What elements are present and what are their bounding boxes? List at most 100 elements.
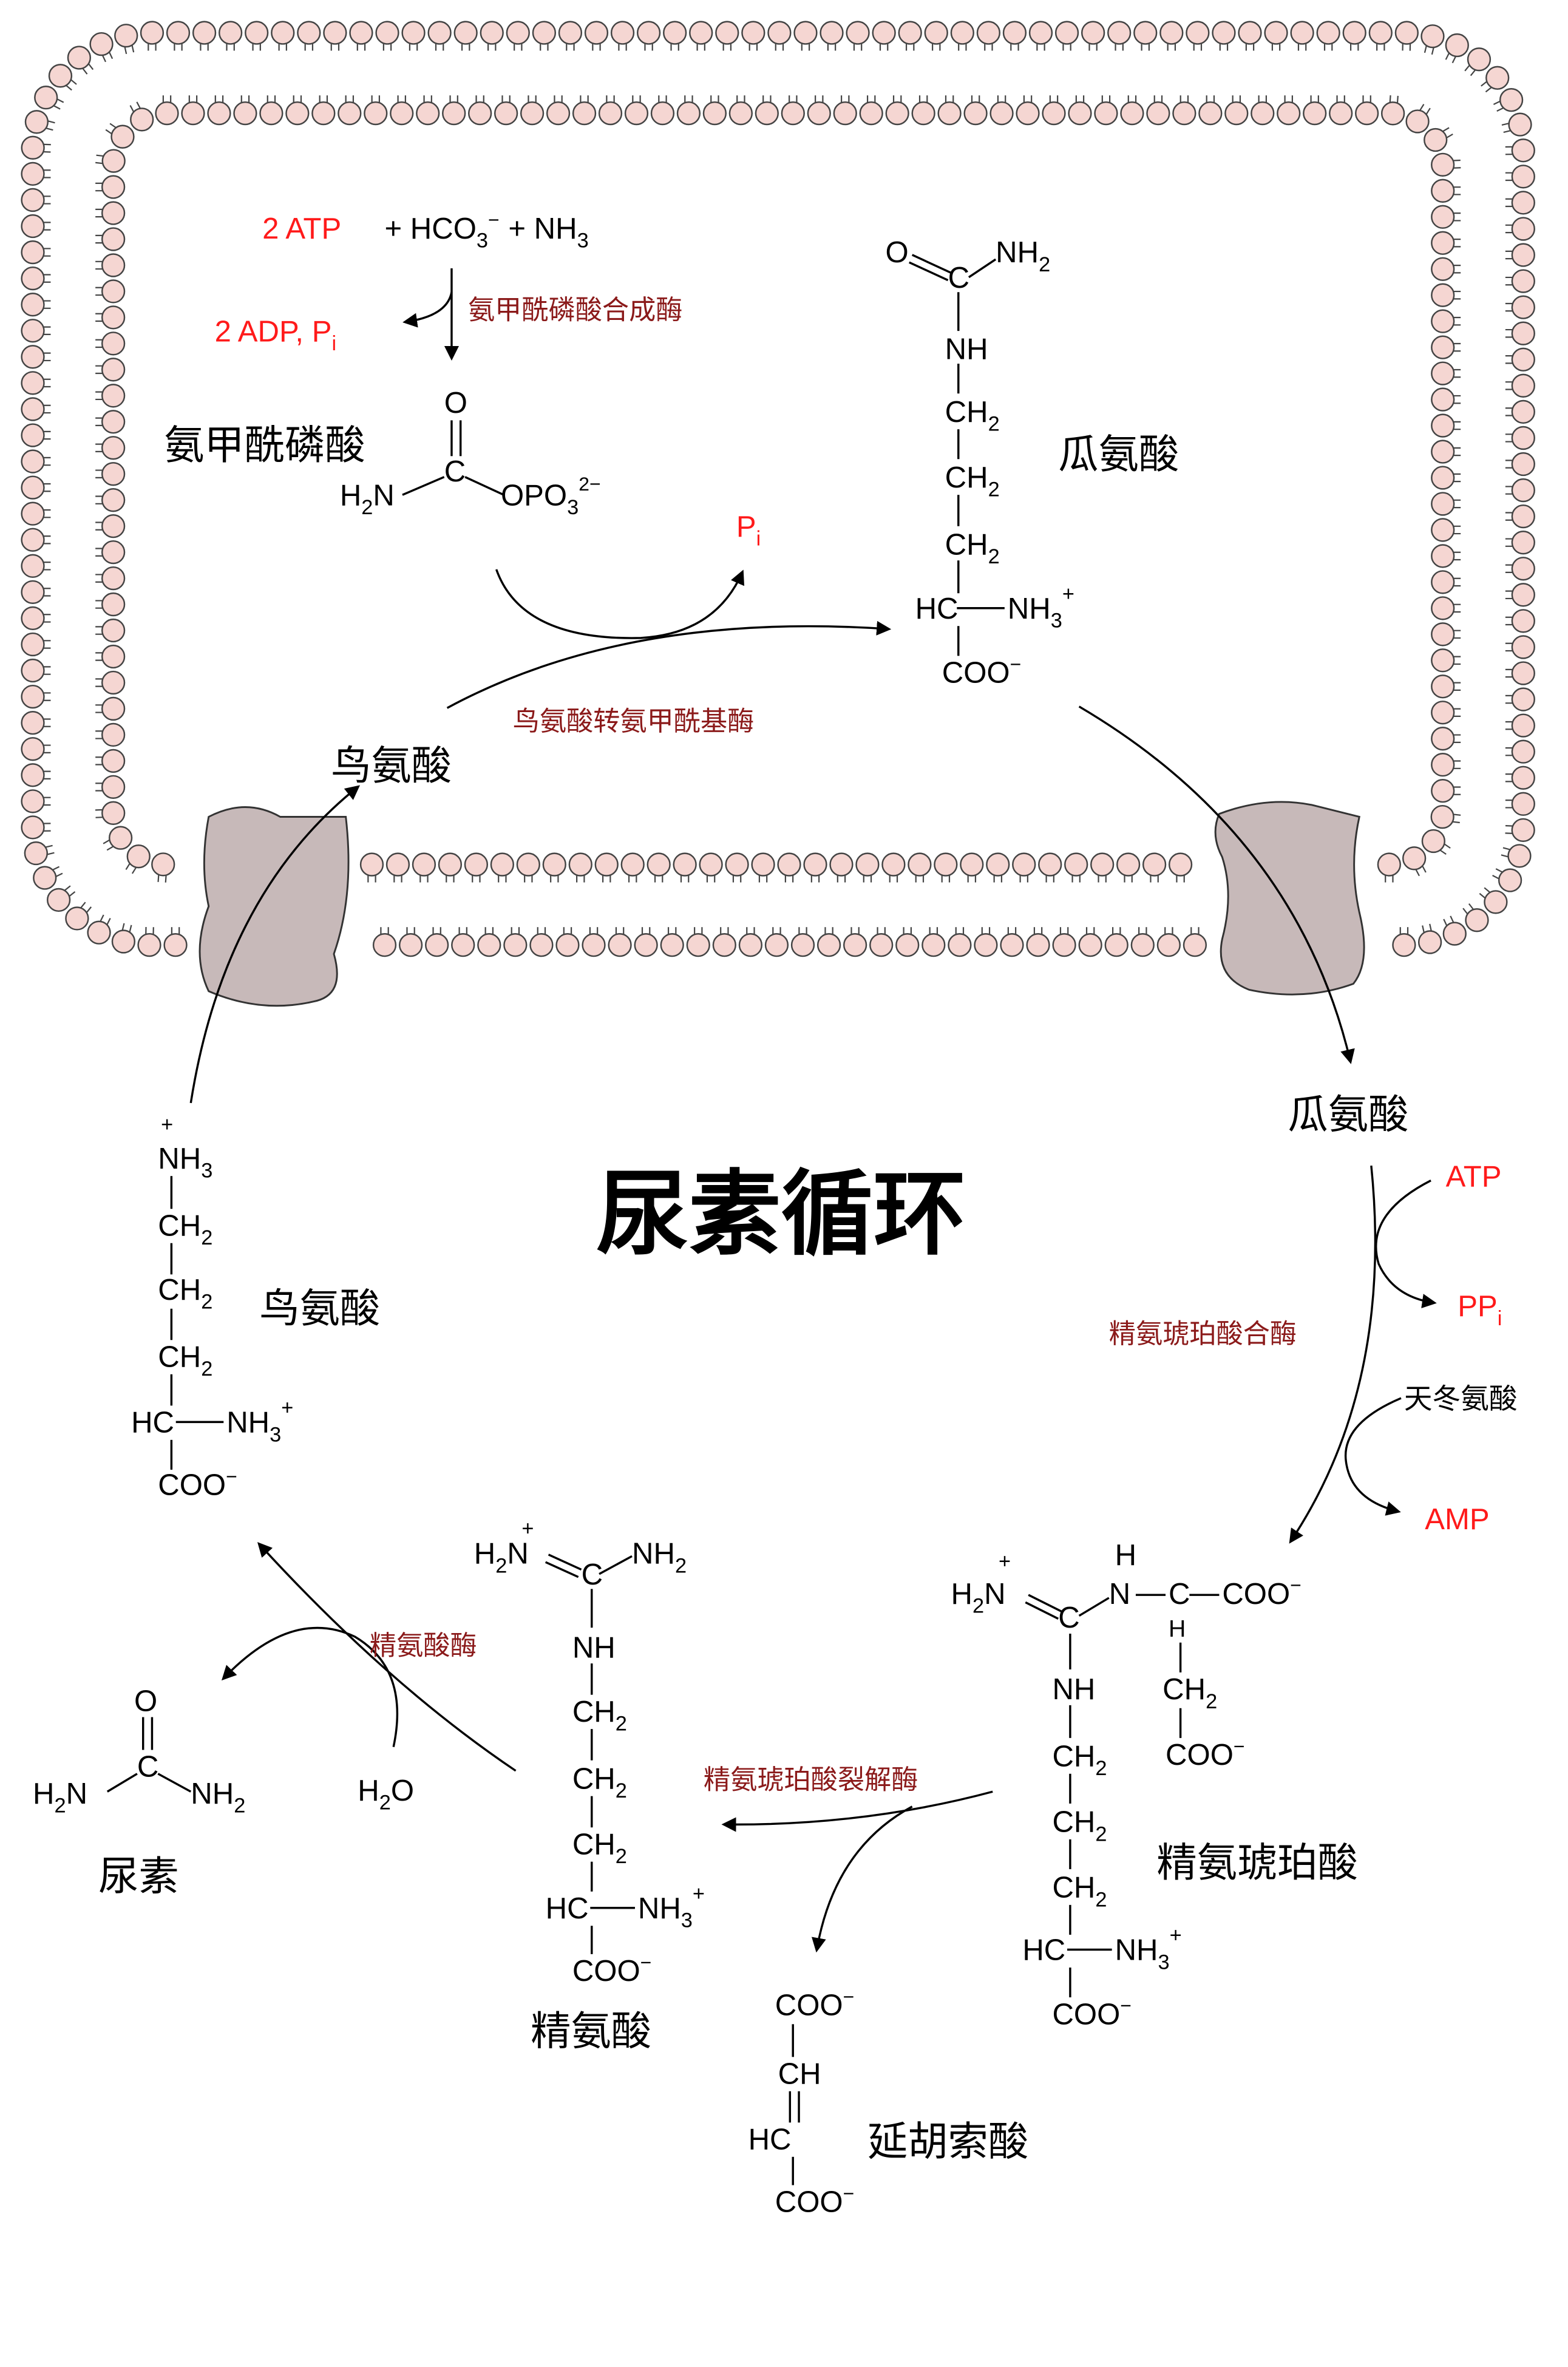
lipid-head — [114, 24, 138, 48]
svg-text:C: C — [137, 1751, 158, 1784]
svg-text:NH: NH — [572, 1631, 616, 1664]
lipid-head — [663, 21, 687, 45]
lipid-head — [921, 933, 946, 957]
asl-fumarate-arrow — [812, 1805, 913, 1953]
lipid-head — [869, 933, 894, 957]
lipid-head — [101, 305, 126, 330]
lipid-head — [1465, 908, 1489, 932]
lipid-head — [101, 331, 126, 356]
lipid-head — [297, 21, 321, 45]
lipid-head — [67, 46, 92, 70]
lipid-head — [820, 21, 844, 45]
lipid-head — [1431, 309, 1455, 333]
lipid-head — [634, 933, 658, 957]
ornithine-import-arrow — [189, 785, 361, 1104]
lipid-head — [1499, 88, 1524, 112]
lipid-head — [767, 21, 792, 45]
lipid-head — [1146, 101, 1170, 126]
lipid-head — [1511, 766, 1535, 790]
lipid-head — [1485, 66, 1510, 90]
lipid-head — [1303, 101, 1327, 126]
lipid-head — [781, 101, 805, 126]
lipid-head — [1316, 21, 1340, 45]
lipid-head — [21, 371, 45, 395]
lipid-head — [764, 933, 789, 957]
lipid-head — [1431, 440, 1455, 464]
lipid-head — [816, 933, 841, 957]
atp2-reactant: 2 ATP — [262, 212, 341, 245]
lipid-head — [425, 933, 449, 957]
lipid-head — [245, 21, 269, 45]
lipid-head — [1405, 109, 1430, 134]
lipid-head — [1511, 504, 1535, 529]
ppi-product: PPi — [1458, 1290, 1502, 1330]
lipid-head — [1342, 21, 1366, 45]
svg-text:CH2: CH2 — [945, 461, 1000, 501]
lipid-head — [480, 21, 504, 45]
lipid-head — [375, 21, 399, 45]
carbamoyl-phosphate-name: 氨甲酰磷酸 — [164, 423, 365, 468]
svg-text:HC: HC — [748, 2124, 792, 2156]
lipid-head — [986, 852, 1010, 877]
lipid-head — [1238, 21, 1262, 45]
lipid-head — [1186, 21, 1210, 45]
citrulline-inner-structure: O C NH2 NH CH2 CH2 CH2 HC NH3+ COO− — [885, 236, 1074, 689]
lipid-head — [1368, 21, 1393, 45]
lipid-head — [1431, 492, 1455, 516]
svg-text:HC: HC — [1022, 1934, 1065, 1967]
svg-text:NH3: NH3 — [158, 1143, 212, 1183]
svg-text:CH2: CH2 — [945, 528, 1000, 568]
lipid-head — [881, 852, 906, 877]
lipid-head — [1445, 33, 1469, 58]
lipid-head — [101, 514, 126, 538]
lipid-head — [401, 21, 426, 45]
citrulline-export-arrow — [1078, 705, 1355, 1064]
lipid-head — [555, 933, 580, 957]
lipid-head — [1081, 21, 1105, 45]
lipid-head — [1000, 933, 1024, 957]
lipid-head — [1116, 852, 1141, 877]
lipid-head — [1431, 152, 1455, 177]
lipid-head — [532, 21, 557, 45]
lipid-head — [755, 101, 779, 126]
lipid-head — [101, 670, 126, 695]
lipid-head — [33, 866, 57, 890]
svg-text:NH2: NH2 — [996, 236, 1050, 276]
lipid-head — [101, 749, 126, 773]
lipid-head — [1002, 21, 1027, 45]
svg-text:+: + — [999, 1550, 1011, 1573]
lipid-head — [1511, 373, 1535, 398]
lipid-head — [101, 384, 126, 408]
aspartate-input: 天冬氨酸 — [1404, 1383, 1518, 1416]
mitochondrial-membrane — [21, 21, 1535, 957]
lipid-head — [323, 21, 347, 45]
arginine-structure: + H2N C NH2 NH CH2 CH2 CH2 HC NH3+ COO− — [474, 1517, 705, 1988]
lipid-head — [1424, 127, 1448, 152]
lipid-head — [101, 462, 126, 486]
lipid-head — [807, 101, 831, 126]
enzyme-ass-label: 精氨琥珀酸合酶 — [1109, 1319, 1297, 1349]
lipid-head — [948, 933, 972, 957]
adp-pi-product: 2 ADP, Pi — [215, 315, 337, 355]
lipid-head — [1107, 21, 1132, 45]
svg-text:COO−: COO− — [775, 2182, 854, 2219]
lipid-head — [490, 852, 514, 877]
lipid-head — [1511, 661, 1535, 685]
lipid-head — [1094, 101, 1118, 126]
lipid-head — [87, 920, 111, 945]
lipid-head — [1394, 21, 1419, 45]
svg-text:CH2: CH2 — [945, 396, 1000, 436]
lipid-head — [1431, 570, 1455, 594]
lipid-head — [101, 201, 126, 225]
svg-text:H2N: H2N — [951, 1578, 1005, 1618]
diagram-title: 尿素循环 — [596, 1161, 966, 1268]
lipid-head — [1467, 47, 1492, 72]
lipid-head — [101, 410, 126, 434]
lipid-head — [1251, 101, 1275, 126]
lipid-head — [908, 852, 932, 877]
lipid-head — [21, 319, 45, 343]
lipid-head — [976, 21, 1001, 45]
svg-text:NH3+: NH3+ — [1115, 1924, 1182, 1974]
lipid-head — [65, 906, 89, 931]
lipid-head — [1142, 852, 1167, 877]
